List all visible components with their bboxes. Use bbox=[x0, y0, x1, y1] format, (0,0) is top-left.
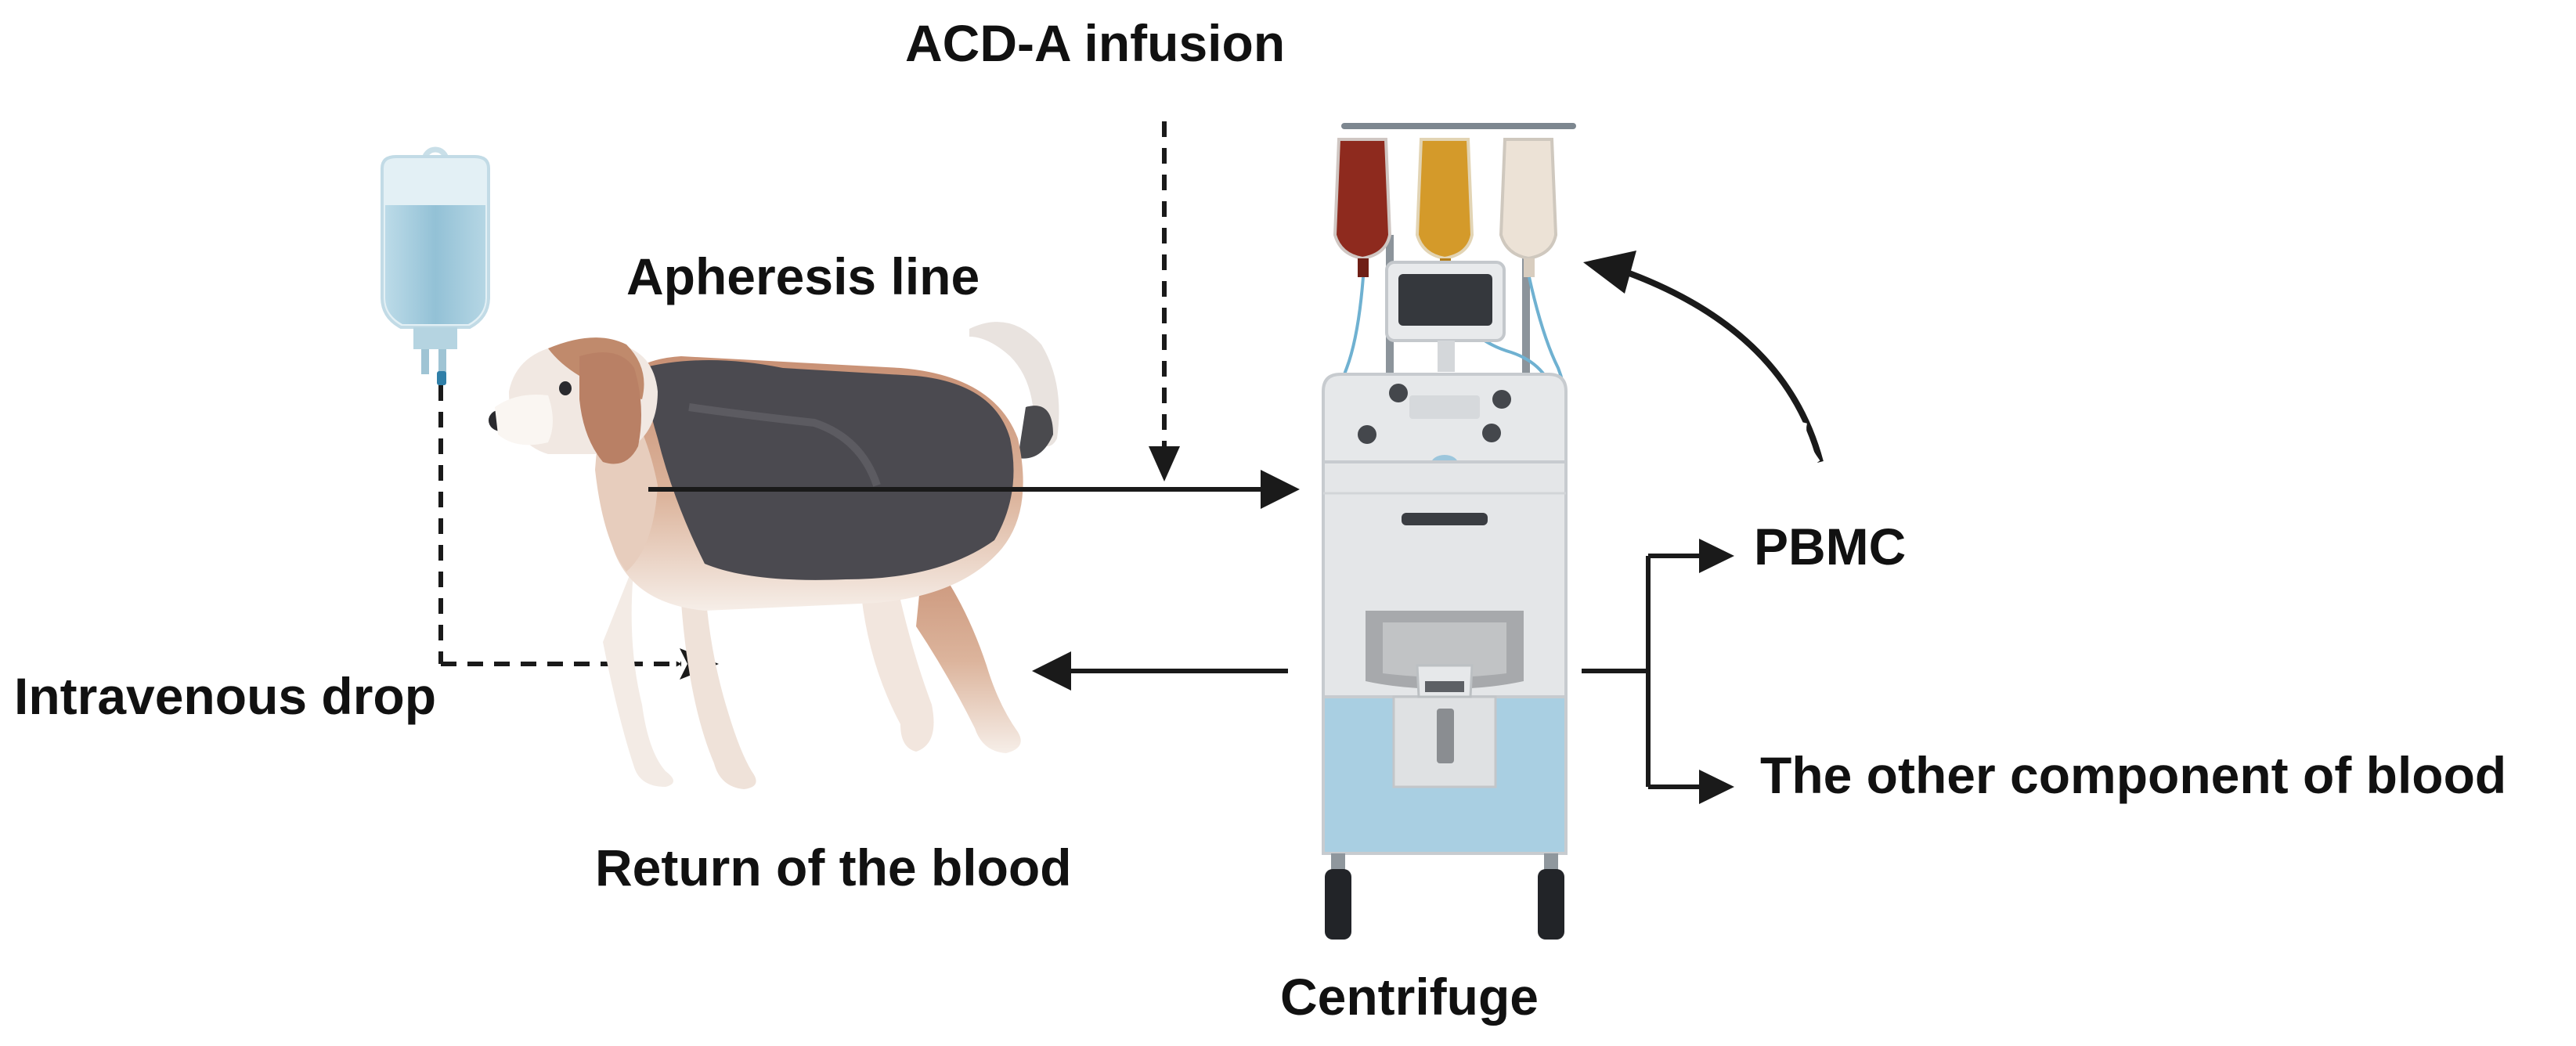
iv-bag-icon bbox=[381, 146, 490, 385]
return-blood-arrow bbox=[1032, 651, 1288, 691]
output-split-arrows bbox=[1582, 539, 1734, 804]
blood-bag-icon bbox=[1499, 138, 1558, 277]
apheresis-line-label: Apheresis line bbox=[626, 247, 980, 305]
acd-infusion-label: ACD-A infusion bbox=[905, 14, 1286, 72]
return-of-blood-label: Return of the blood bbox=[595, 839, 1072, 896]
blood-bag-icon bbox=[1415, 138, 1474, 277]
other-component-label: The other component of blood bbox=[1760, 746, 2507, 804]
centrifuge-label: Centrifuge bbox=[1280, 968, 1539, 1026]
pbmc-collect-arrow bbox=[1583, 251, 1824, 463]
pbmc-label: PBMC bbox=[1754, 518, 1907, 575]
beagle-dog-icon bbox=[489, 322, 1059, 789]
apheresis-line-arrow bbox=[648, 470, 1300, 509]
apheresis-machine-icon bbox=[1322, 123, 1576, 940]
intravenous-drop-label: Intravenous drop bbox=[14, 667, 437, 725]
acd-infusion-arrow bbox=[1149, 121, 1180, 482]
blood-bag-icon bbox=[1333, 138, 1392, 277]
